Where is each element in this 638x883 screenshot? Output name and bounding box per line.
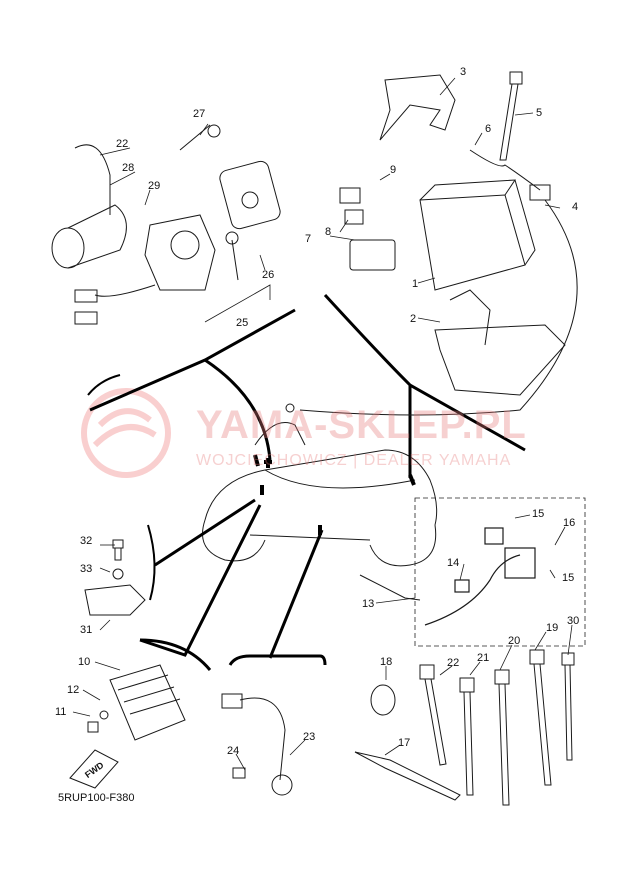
callout-28: 28 xyxy=(122,162,135,174)
battery-band xyxy=(285,199,578,416)
relay-bracket xyxy=(379,74,456,141)
callout-14: 14 xyxy=(447,557,460,569)
bolt-32 xyxy=(112,539,124,561)
cable-ties xyxy=(419,649,575,806)
callout-33: 33 xyxy=(80,563,93,575)
diagram-code: 5RUP100-F380 xyxy=(58,792,135,804)
battery-case xyxy=(434,289,566,396)
clamp-17 xyxy=(354,751,461,801)
callout-22a: 22 xyxy=(116,138,129,150)
lead-wire-13 xyxy=(359,574,421,601)
callout-24: 24 xyxy=(227,745,240,757)
dash-markers xyxy=(253,454,416,535)
horn-connector xyxy=(74,284,156,325)
flasher-relay xyxy=(84,584,146,616)
callout-25: 25 xyxy=(236,317,249,329)
callout-1: 1 xyxy=(412,278,419,290)
callout-5: 5 xyxy=(536,107,543,119)
neutral-switch-lead xyxy=(221,693,293,796)
washer-33 xyxy=(112,568,124,580)
watermark-logo xyxy=(81,388,171,478)
fwd-arrow xyxy=(69,749,119,789)
rectifier-regulator xyxy=(109,664,186,741)
screw-11-12 xyxy=(87,710,109,733)
callout-3: 3 xyxy=(460,66,467,78)
callout-15a: 15 xyxy=(532,508,545,520)
callout-10: 10 xyxy=(78,656,91,668)
callout-16: 16 xyxy=(563,517,576,529)
starter-relay xyxy=(339,187,396,271)
watermark-subtitle: WOJCIECHOWICZ | DEALER YAMAHA xyxy=(196,452,512,469)
callout-26: 26 xyxy=(262,269,275,281)
callout-17: 17 xyxy=(398,737,411,749)
wire-harness xyxy=(424,527,536,626)
callout-7: 7 xyxy=(305,233,312,245)
callout-9: 9 xyxy=(390,164,397,176)
callout-12: 12 xyxy=(67,684,80,696)
callout-23: 23 xyxy=(303,731,316,743)
callout-27: 27 xyxy=(193,108,206,120)
leader-lines xyxy=(89,293,526,671)
clamp-18 xyxy=(370,684,396,716)
callout-leaders xyxy=(72,77,573,771)
callout-19: 19 xyxy=(546,622,559,634)
callout-13: 13 xyxy=(362,598,375,610)
cable-tie-5 xyxy=(499,71,523,161)
bolt-24 xyxy=(232,767,246,779)
callout-4: 4 xyxy=(572,201,579,213)
callout-18: 18 xyxy=(380,656,393,668)
callout-2: 2 xyxy=(410,313,417,325)
callout-31: 31 xyxy=(80,624,93,636)
callout-20: 20 xyxy=(508,635,521,647)
callout-15b: 15 xyxy=(562,572,575,584)
callout-32: 32 xyxy=(80,535,93,547)
battery xyxy=(419,179,536,291)
wire-lead-4 xyxy=(469,149,551,201)
watermark-title: YAMA-SKLEP.PL xyxy=(196,403,527,447)
key xyxy=(179,124,239,281)
harness-group-frame xyxy=(414,497,586,647)
callout-22b: 22 xyxy=(447,657,460,669)
callout-8: 8 xyxy=(325,226,332,238)
callout-11: 11 xyxy=(55,706,67,718)
callout-30: 30 xyxy=(567,615,580,627)
callout-6: 6 xyxy=(485,123,492,135)
callout-29: 29 xyxy=(148,180,161,192)
leader-brackets xyxy=(87,374,156,601)
main-switch-assembly xyxy=(144,160,281,291)
horn xyxy=(51,144,127,269)
callout-21: 21 xyxy=(477,652,490,664)
